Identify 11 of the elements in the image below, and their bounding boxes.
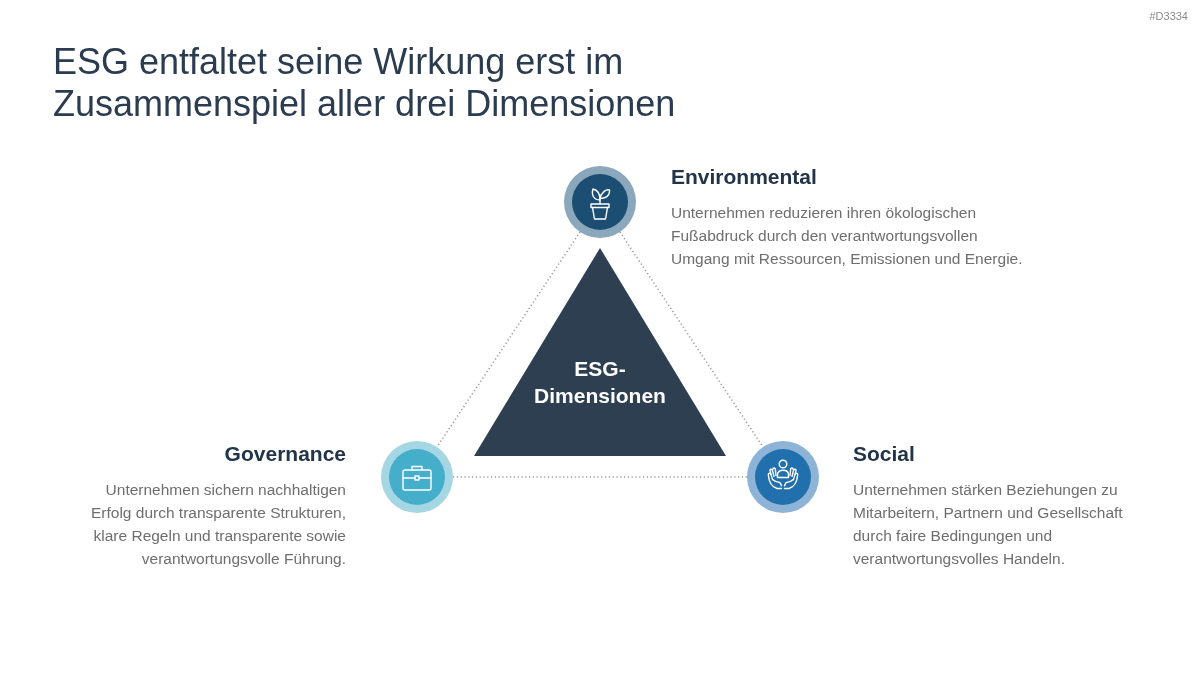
description-text: Unternehmen reduzieren ihren ökologischen Fußabdruck durch den verantwortungsvollen Umgang mit Ressourcen, Emissionen und Energie. [671,203,1023,269]
section-heading: Social [853,441,916,467]
center-label: ESG-Dimensionen [533,356,667,409]
slide-title: ESG entfaltet seine Wirkung erst im Zusammenspiel aller drei Dimensionen [53,41,677,125]
description-text: Unternehmen stärken Beziehungen zu Mitarbeitern, Partnern und Gesellschaft durch faire Bedingungen und verantwortungsvolles Handeln. [853,480,1124,569]
dotted-connector [619,231,764,448]
section-heading: Governance [223,441,346,467]
section-heading: Environmental [671,164,818,190]
dotted-connector [436,231,581,448]
description-text: Unternehmen sichern nachhaltigen Erfolg durch transparente Strukturen, klare Regeln und transparente sowie verantwortungsvolle Führung. [89,480,346,569]
reference-code: #D3334 [1149,9,1188,23]
